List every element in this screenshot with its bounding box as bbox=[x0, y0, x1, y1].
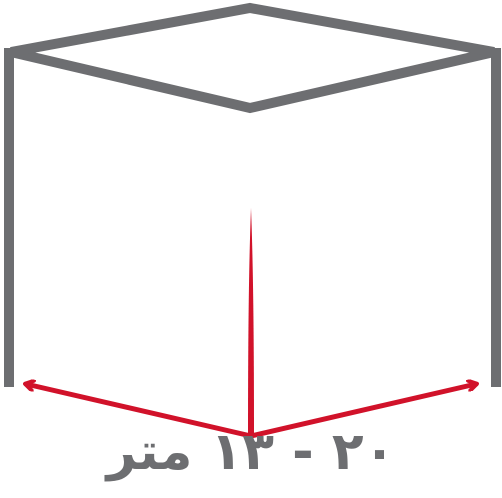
cube-outline bbox=[4, 2, 501, 387]
right-width-arrow bbox=[248, 384, 476, 439]
cube-top-face-front-edge bbox=[9, 47, 496, 114]
vertical-height-spike bbox=[248, 208, 254, 436]
left-width-arrow bbox=[26, 384, 254, 439]
dimension-arrows bbox=[26, 208, 476, 439]
cube-top-face-back-edge bbox=[10, 2, 495, 57]
size-range-label: ۲۰ - ۱۳ متر bbox=[106, 422, 396, 482]
